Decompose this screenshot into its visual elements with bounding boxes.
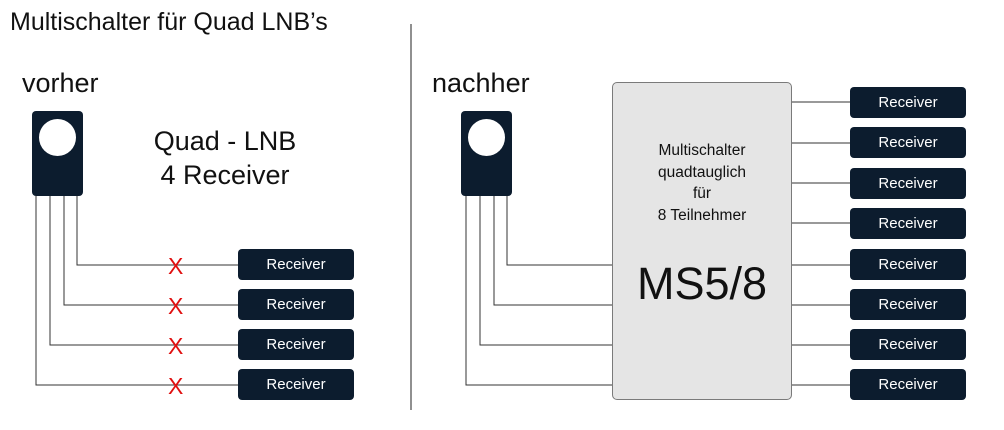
cross-icon: X [168, 333, 184, 359]
cable-before-3 [49, 196, 240, 346]
cross-icon: X [168, 293, 184, 319]
multiswitch-line: Multischalter [658, 142, 746, 159]
receiver-before-2: Receiver [238, 289, 354, 320]
lnb-dish-icon [468, 119, 505, 156]
receiver-after-6: Receiver [850, 289, 966, 320]
receiver-after-3: Receiver [850, 168, 966, 199]
receiver-after-2: Receiver [850, 127, 966, 158]
multiswitch-line: quadtauglich [658, 163, 746, 181]
multiswitch-box [612, 82, 792, 400]
cable-after-1 [506, 196, 612, 266]
cable-before-1 [76, 196, 240, 266]
receiver-before-3: Receiver [238, 329, 354, 360]
cable-after-2 [493, 196, 612, 306]
cross-icon: X [168, 373, 184, 399]
receiver-after-7: Receiver [850, 329, 966, 360]
receiver-after-5: Receiver [850, 249, 966, 280]
receiver-before-1: Receiver [238, 249, 354, 280]
cable-before-2 [63, 196, 240, 306]
cable-after-4 [465, 196, 612, 386]
cross-icon: X [168, 253, 184, 279]
cable-before-4 [35, 196, 240, 386]
lnb-device-before [32, 111, 83, 196]
multiswitch-description: Multischalter quadtauglich für 8 Teilneh… [612, 140, 792, 226]
lnb-device-after [461, 111, 512, 196]
receiver-after-4: Receiver [850, 208, 966, 239]
receiver-after-1: Receiver [850, 87, 966, 118]
lnb-info: Quad - LNB 4 Receiver [125, 124, 325, 192]
multiswitch-line: für [692, 185, 712, 202]
receiver-after-8: Receiver [850, 369, 966, 400]
after-heading: nachher [432, 68, 530, 98]
cable-after-3 [479, 196, 612, 346]
multiswitch-model: MS5/8 [636, 258, 768, 309]
before-heading: vorher [22, 68, 99, 98]
lnb-type-label: Quad - LNB [153, 126, 297, 156]
multiswitch-line: 8 Teilnehmer [657, 206, 747, 224]
receiver-before-4: Receiver [238, 369, 354, 400]
lnb-dish-icon [39, 119, 76, 156]
diagram-title: Multischalter für Quad LNB’s [10, 8, 328, 36]
lnb-receiver-count: 4 Receiver [160, 160, 290, 190]
